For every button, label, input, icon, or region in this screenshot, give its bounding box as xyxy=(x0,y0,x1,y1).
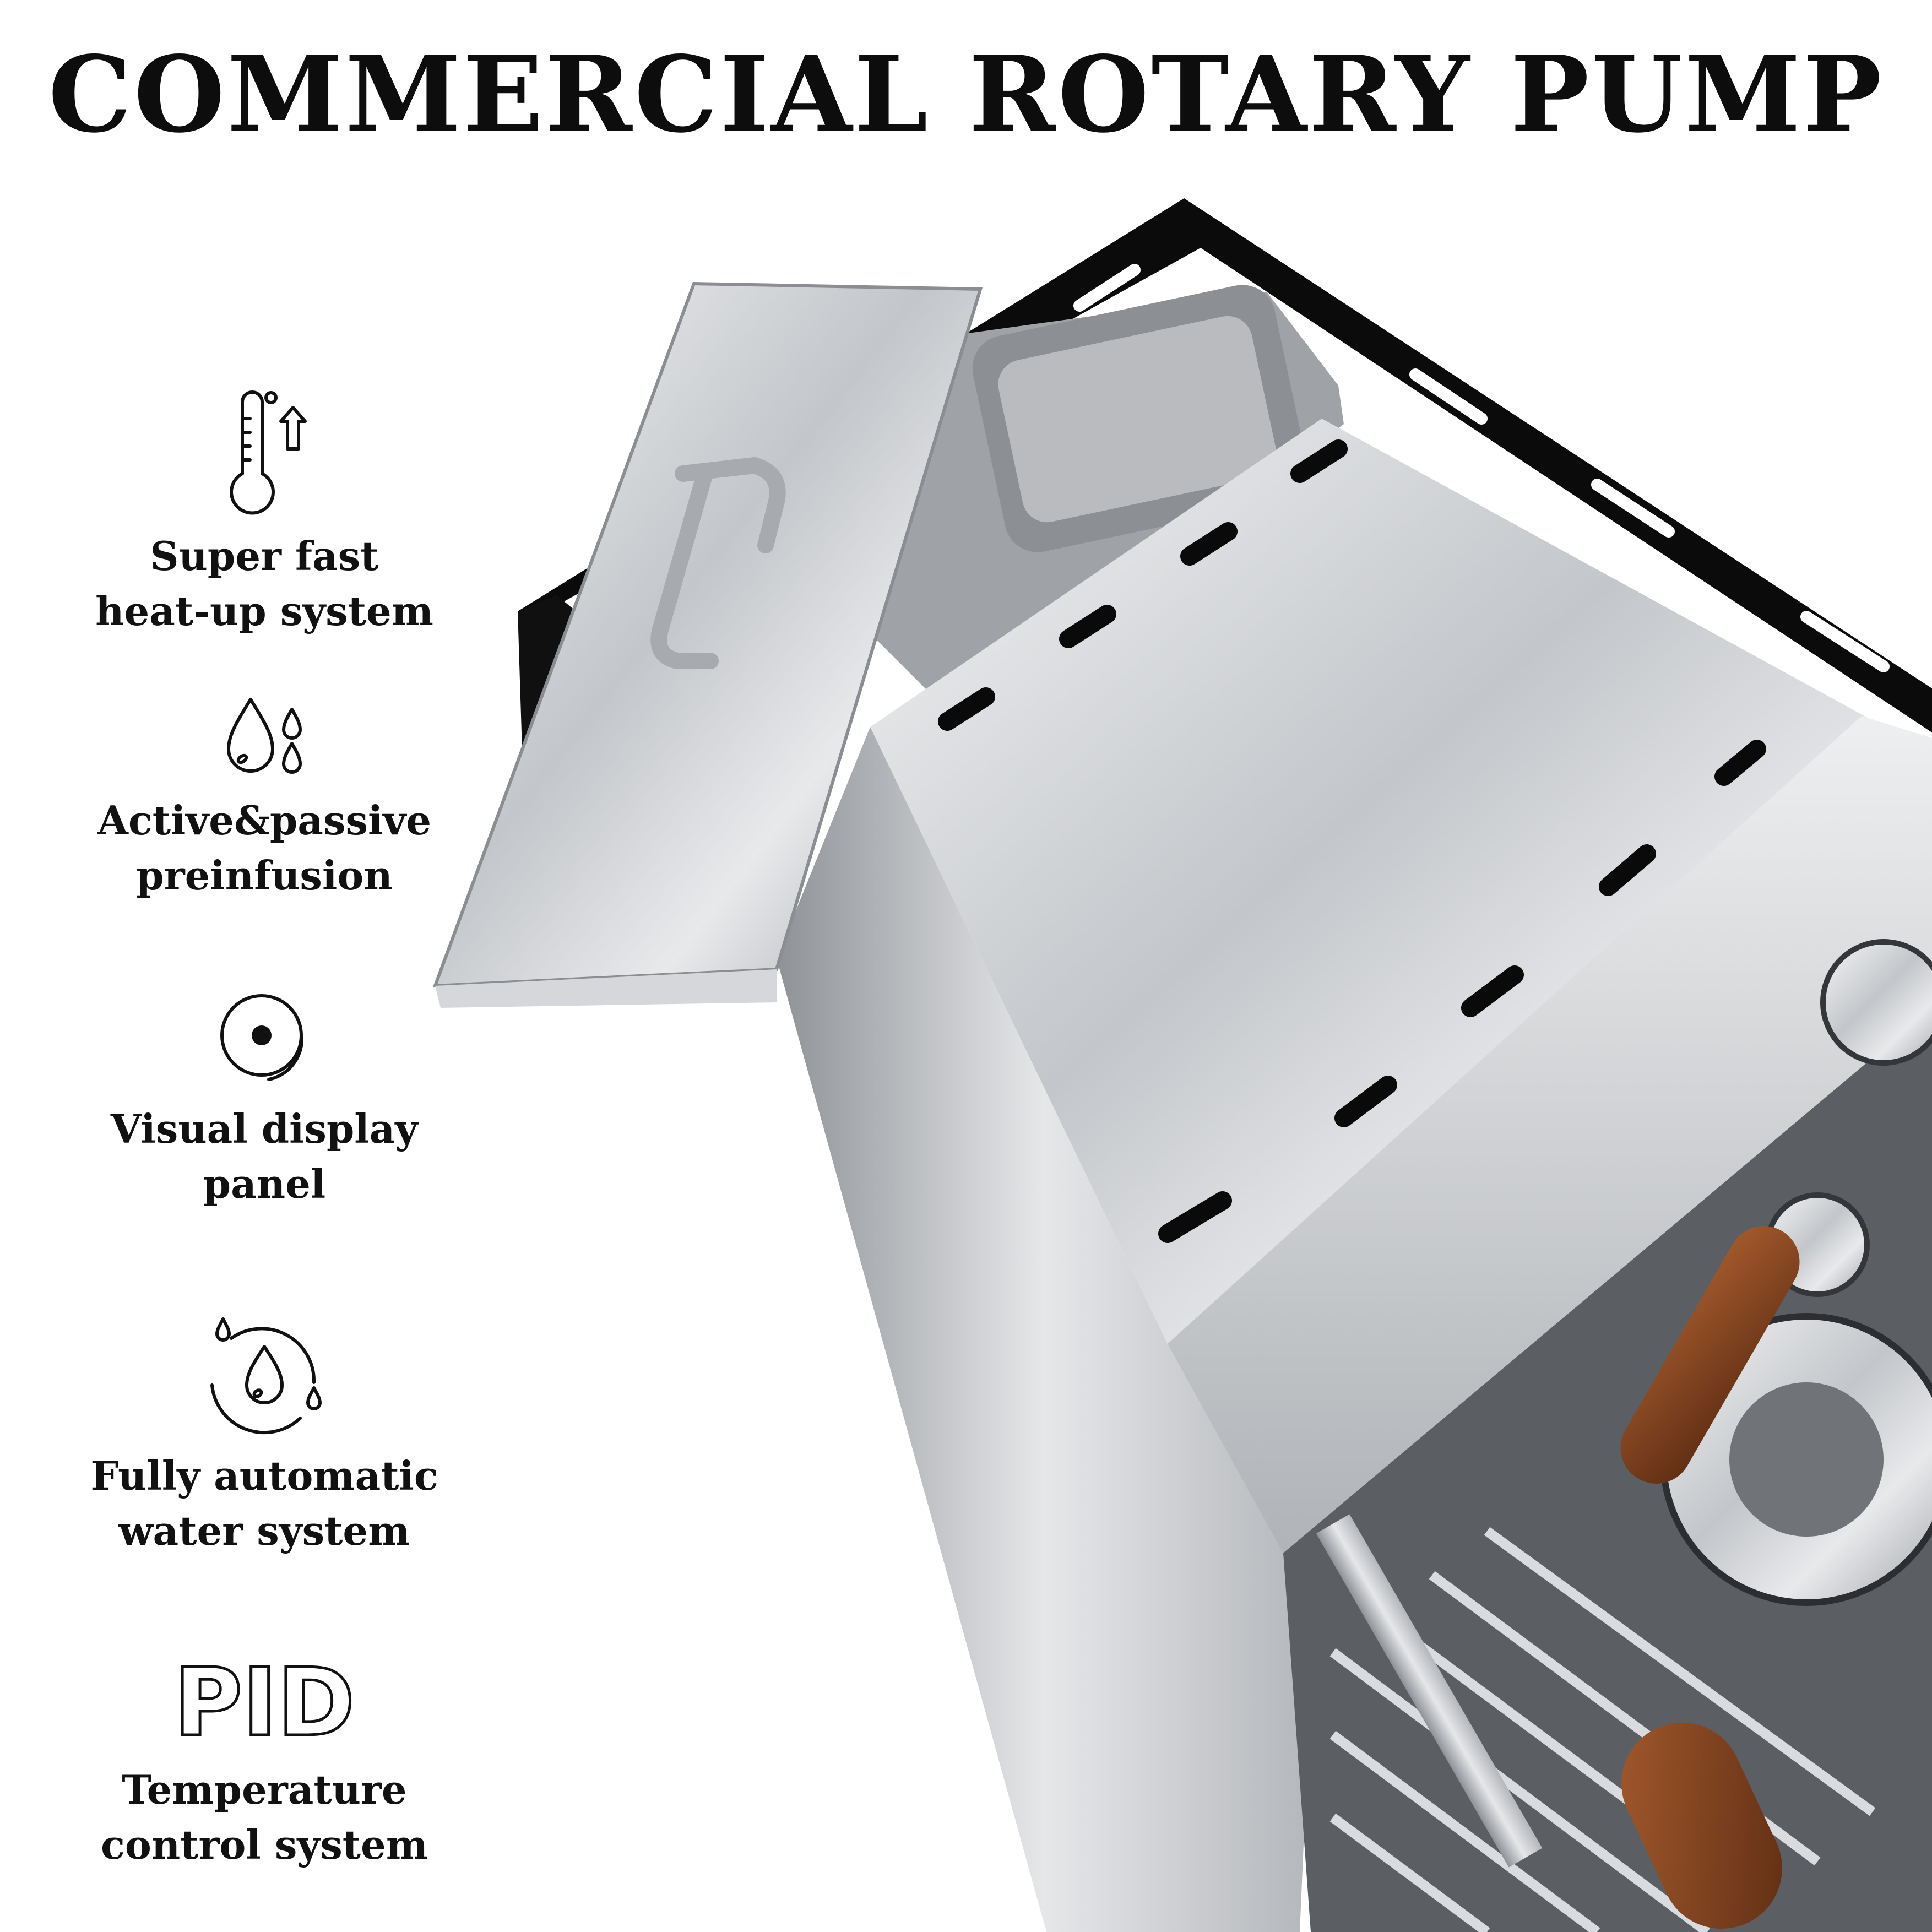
top-plate-vents xyxy=(938,439,1766,1243)
feature-preinfusion-label: Active&passive preinfusion xyxy=(0,793,529,903)
feature-water-system-line1: Fully automatic xyxy=(90,1452,438,1499)
feature-list: Super fast heat-up system Active&passive… xyxy=(0,0,529,1932)
water-tank xyxy=(876,285,1344,721)
feature-heat-up-line1: Super fast xyxy=(150,533,379,579)
feature-water-system-line2: water system xyxy=(118,1507,410,1554)
feature-display-label: Visual display panel xyxy=(0,1101,529,1212)
steam-lever-handle xyxy=(1620,1226,1800,1484)
feature-pid-line1: Temperature xyxy=(122,1766,407,1813)
feature-pid-label: Temperature control system xyxy=(0,1762,529,1873)
feature-pid-line2: control system xyxy=(101,1821,428,1868)
feature-preinfusion-line1: Active&passive xyxy=(97,797,432,844)
front-top-panel xyxy=(1168,716,1932,1553)
espresso-machine-image xyxy=(432,198,1932,1932)
feature-water-system: Fully automatic water system xyxy=(0,1311,529,1559)
feature-heat-up: Super fast heat-up system xyxy=(0,386,529,639)
top-plate xyxy=(870,419,1895,1344)
water-drops-icon xyxy=(227,698,302,774)
feature-water-system-label: Fully automatic water system xyxy=(0,1448,529,1559)
side-panel xyxy=(777,727,1311,1932)
feature-pid: PID Temperature control system xyxy=(0,1658,529,1873)
feature-heat-up-label: Super fast heat-up system xyxy=(0,529,529,639)
lid-handle xyxy=(650,457,786,669)
page-title: COMMERCIAL ROTARY PUMP xyxy=(48,33,1884,156)
tray-lid xyxy=(432,281,983,1008)
feature-display-line1: Visual display xyxy=(110,1105,419,1152)
feature-preinfusion: Active&passive preinfusion xyxy=(0,694,529,903)
dial-display-icon xyxy=(220,994,304,1081)
water-cycle-icon xyxy=(210,1317,322,1435)
feature-preinfusion-line2: preinfusion xyxy=(136,852,393,899)
feature-heat-up-line2: heat-up system xyxy=(95,588,433,634)
feature-display: Visual display panel xyxy=(0,986,529,1212)
pid-icon-text: PID xyxy=(174,1658,355,1751)
thermometer-up-icon xyxy=(230,390,307,515)
pid-icon: PID xyxy=(172,1658,356,1751)
feature-display-line2: panel xyxy=(203,1160,326,1207)
portafilter-handle xyxy=(1621,1722,1782,1929)
